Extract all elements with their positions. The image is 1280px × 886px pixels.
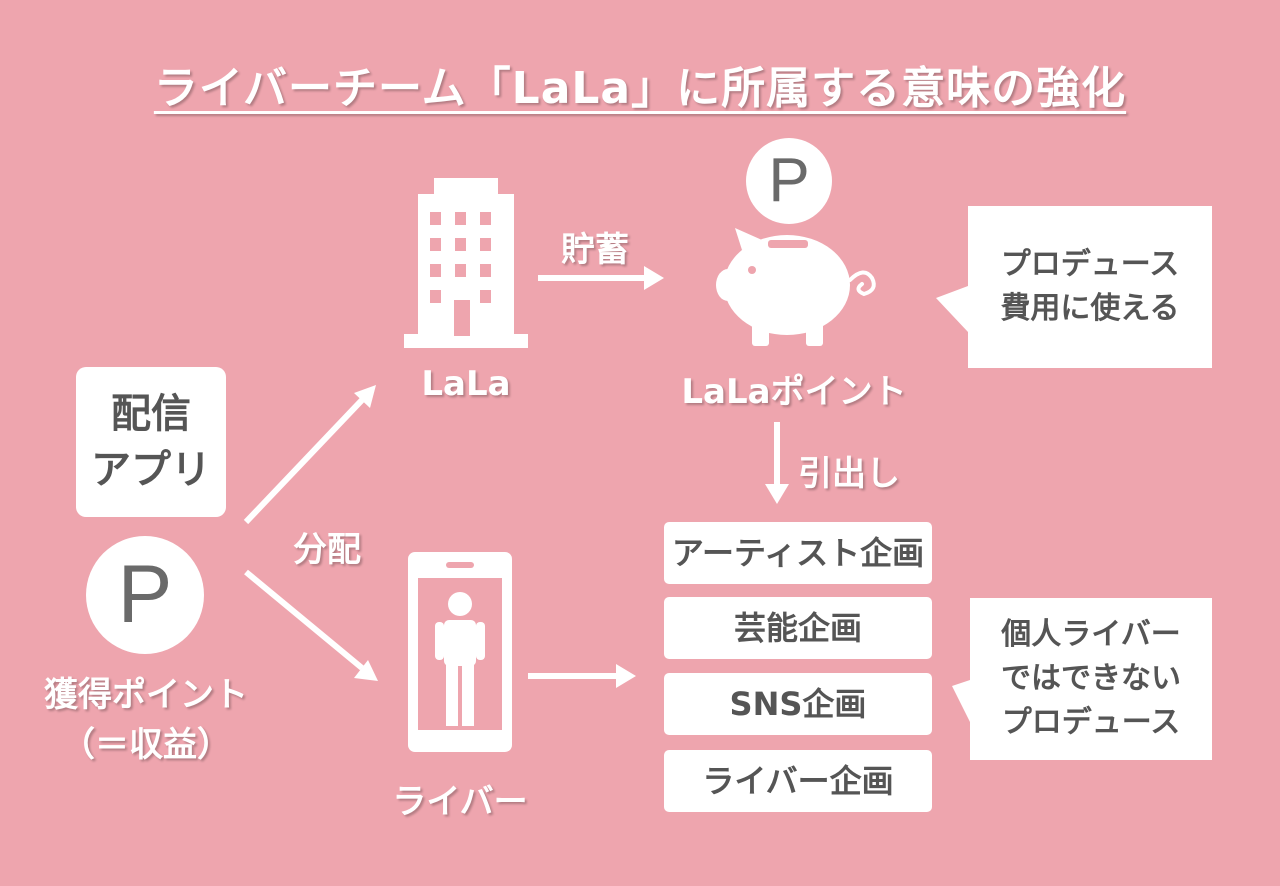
- plan-item: SNS企画: [664, 673, 932, 735]
- smartphone-icon: [408, 552, 512, 752]
- liver-label: ライバー: [392, 782, 528, 822]
- building-icon: [404, 178, 528, 348]
- piggy-bank-icon: [716, 228, 876, 346]
- bubble-bottom-line1: 個人ライバー: [1001, 617, 1181, 652]
- arrow-to-liver: [244, 569, 378, 681]
- plan-item: ライバー企画: [664, 750, 932, 812]
- bubble-top-tail: [936, 286, 968, 332]
- streaming-app-box: 配信 アプリ: [76, 367, 226, 517]
- acquired-point-label: 獲得ポイント （＝収益）: [18, 670, 274, 770]
- withdrawal-label: 引出し: [798, 454, 900, 494]
- bubble-top-line1: プロデュース: [1000, 247, 1180, 282]
- person-icon: [435, 592, 485, 726]
- bubble-bottom-line3: プロデュース: [1001, 705, 1181, 740]
- lala-label: LaLa: [421, 364, 511, 404]
- speech-bubble-top: プロデュース 費用に使える: [968, 206, 1212, 368]
- lala-point-label: LaLaポイント: [681, 372, 907, 412]
- arrow-to-lala: [243, 385, 376, 525]
- bubble-bottom-line2: ではできない: [1001, 661, 1181, 696]
- app-box-line1: 配信: [111, 391, 191, 437]
- p-coin-icon: P: [746, 138, 832, 224]
- speech-bubble-bottom: 個人ライバー ではできない プロデュース: [970, 598, 1212, 760]
- page-title: ライバーチーム「LaLa」に所属する意味の強化: [153, 63, 1127, 114]
- app-box-line2: アプリ: [91, 447, 211, 493]
- savings-label: 貯蓄: [561, 230, 629, 270]
- arrow-to-plans: [528, 664, 636, 688]
- arrow-withdrawal: [765, 422, 789, 504]
- distribution-label: 分配: [293, 530, 361, 570]
- plan-item: アーティスト企画: [664, 522, 932, 584]
- bubble-bottom-tail: [952, 680, 970, 722]
- arrow-savings: [538, 266, 664, 290]
- acquired-point-icon: P: [86, 536, 204, 654]
- plan-item: 芸能企画: [664, 597, 932, 659]
- bubble-top-line2: 費用に使える: [1000, 291, 1180, 326]
- acquired-point-line1: 獲得ポイント: [44, 675, 248, 715]
- acquired-point-line2: （＝収益）: [61, 725, 231, 765]
